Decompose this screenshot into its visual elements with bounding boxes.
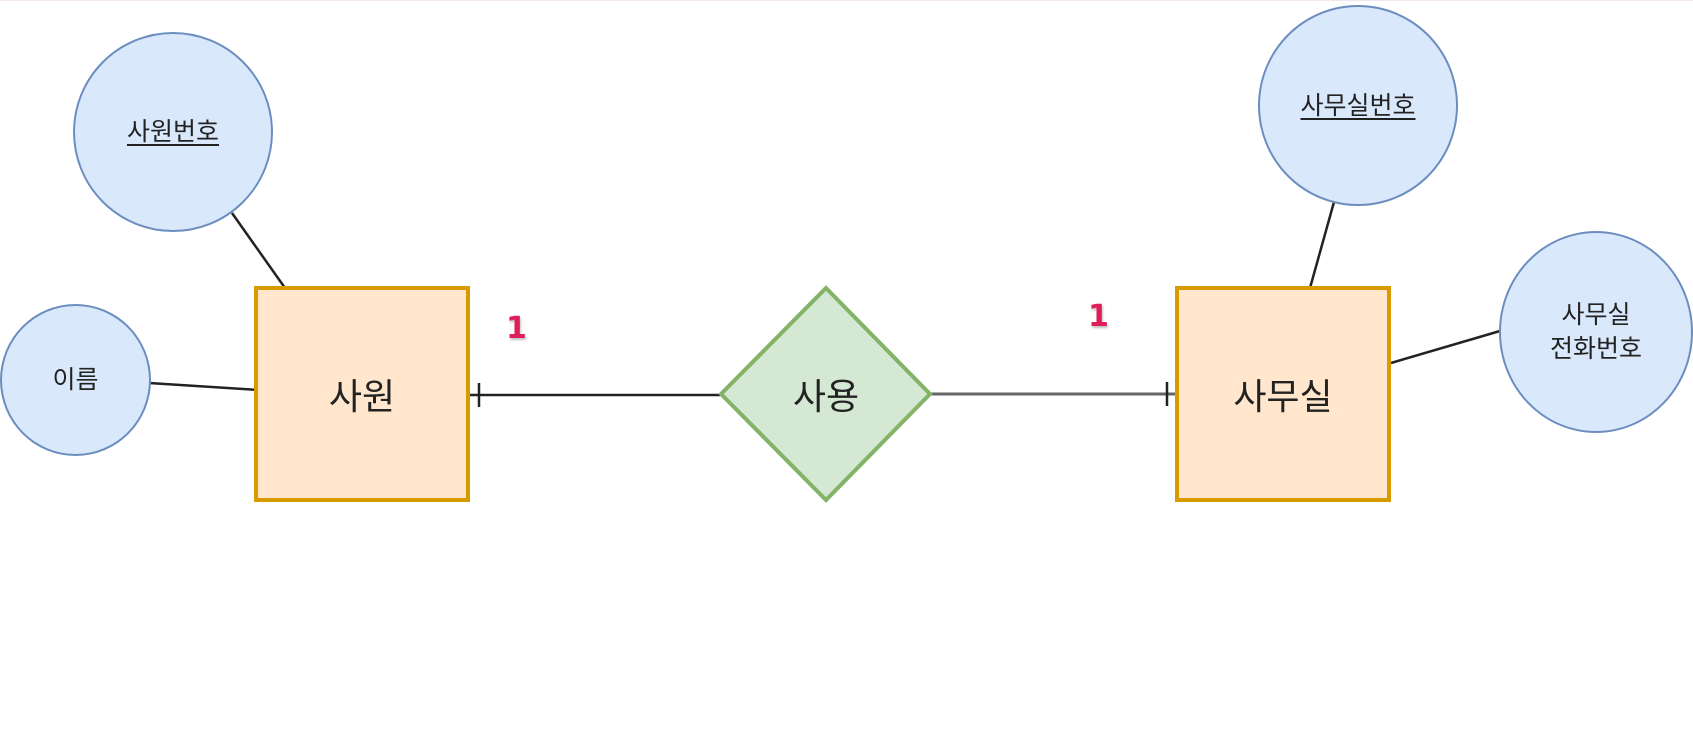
attribute-name-label: 이름 <box>52 365 99 394</box>
entity-employee-label: 사원 <box>328 377 396 418</box>
edge-name <box>148 381 259 392</box>
cardinality-office-side: 1 <box>1088 299 1109 334</box>
attribute-office-phone[interactable]: 사무실 전화번호 <box>1499 231 1693 433</box>
entity-office-label: 사무실 <box>1233 377 1333 418</box>
attribute-office-id-label: 사무실번호 <box>1300 90 1416 120</box>
attribute-employee-id-label: 사원번호 <box>126 117 219 146</box>
entity-employee[interactable]: 사원 <box>254 286 470 502</box>
attribute-office-phone-label: 사무실 전화번호 <box>1549 300 1642 363</box>
attribute-employee-id[interactable]: 사원번호 <box>73 32 273 232</box>
relationship-label: 사용 <box>721 351 931 437</box>
edge-office-phone <box>1390 329 1501 365</box>
edge-office-id <box>1308 201 1336 289</box>
cardinality-employee-side-text: 1 <box>506 311 527 346</box>
relationship-diamond[interactable] <box>718 285 933 503</box>
edge-employee-id <box>230 212 287 289</box>
attribute-office-id[interactable]: 사무실번호 <box>1258 5 1458 206</box>
cardinality-employee-side: 1 <box>506 311 527 346</box>
cardinality-office-side-text: 1 <box>1088 299 1109 334</box>
entity-office[interactable]: 사무실 <box>1175 286 1391 502</box>
relationship-label-text: 사용 <box>792 377 860 418</box>
attribute-name[interactable]: 이름 <box>0 304 151 456</box>
